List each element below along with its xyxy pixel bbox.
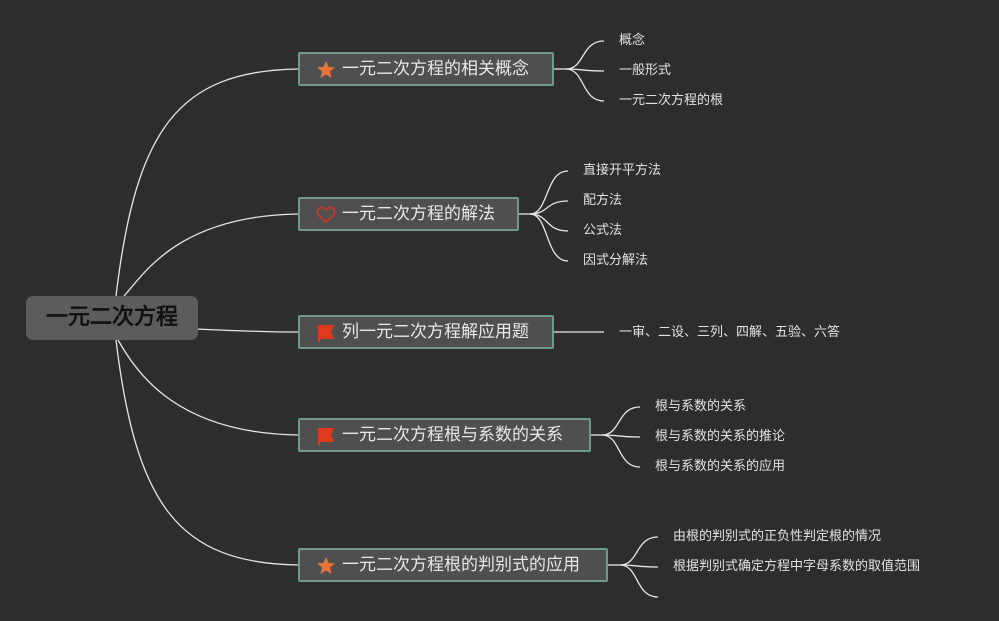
root-branch-connector xyxy=(195,328,299,333)
leaf-node[interactable]: 根与系数的关系的应用 xyxy=(655,459,786,474)
leaf-node[interactable]: 配方法 xyxy=(583,193,623,208)
star-icon xyxy=(317,61,335,78)
heart-icon xyxy=(316,206,336,224)
root-node[interactable]: 一元二次方程 xyxy=(26,296,198,340)
branch-label: 一元二次方程的相关概念 xyxy=(342,59,529,79)
branch-node-solutions[interactable]: 一元二次方程的解法 xyxy=(298,197,519,231)
heart-shape xyxy=(316,206,336,224)
leaf-node[interactable]: 一般形式 xyxy=(619,63,672,78)
branch-node-word-problems[interactable]: 列一元二次方程解应用题 xyxy=(298,315,554,349)
branch-label: 一元二次方程根的判别式的应用 xyxy=(342,555,580,575)
flag-shape xyxy=(318,325,334,342)
leaf-node[interactable]: 根与系数的关系的推论 xyxy=(655,429,786,444)
branch-leaf-connector xyxy=(565,68,605,102)
branch-leaf-connector xyxy=(619,536,659,566)
root-branch-connector xyxy=(115,339,299,566)
star-shape xyxy=(317,557,335,574)
branch-node-vieta[interactable]: 一元二次方程根与系数的关系 xyxy=(298,418,591,452)
leaf-node[interactable]: 一元二次方程的根 xyxy=(619,93,724,108)
branch-leaf-connector xyxy=(601,434,641,468)
flag-shape xyxy=(318,428,334,445)
branch-leaf-connector xyxy=(529,213,569,232)
leaf-node[interactable]: 由根的判别式的正负性判定根的情况 xyxy=(673,529,882,544)
branch-label: 一元二次方程的解法 xyxy=(342,204,495,224)
leaf-node[interactable]: 概念 xyxy=(619,33,646,48)
leaf-node[interactable]: 因式分解法 xyxy=(583,253,649,268)
leaf-node[interactable]: 根与系数的关系 xyxy=(655,399,747,414)
branch-label: 一元二次方程根与系数的关系 xyxy=(342,425,563,445)
branch-leaf-connector xyxy=(529,213,569,262)
root-branch-connector xyxy=(117,339,299,436)
star-icon xyxy=(317,557,335,574)
branch-leaf-connector xyxy=(529,200,569,215)
branch-node-discriminant[interactable]: 一元二次方程根的判别式的应用 xyxy=(298,548,608,582)
branch-leaf-connector xyxy=(619,564,659,598)
star-shape xyxy=(317,61,335,78)
branch-leaf-connector xyxy=(529,170,569,215)
flag-icon xyxy=(318,428,334,445)
leaf-node[interactable]: 公式法 xyxy=(583,223,623,238)
branch-leaf-connector xyxy=(565,40,605,70)
leaf-node[interactable]: 直接开平方法 xyxy=(583,163,662,178)
flag-icon xyxy=(318,325,334,342)
leaf-node[interactable]: 一审、二设、三列、四解、五验、六答 xyxy=(619,325,841,340)
branch-label: 列一元二次方程解应用题 xyxy=(342,322,529,342)
branch-node-concepts[interactable]: 一元二次方程的相关概念 xyxy=(298,52,554,86)
root-branch-connector xyxy=(123,213,299,297)
root-branch-connector xyxy=(115,68,299,297)
branch-leaf-connector xyxy=(601,406,641,436)
leaf-node[interactable]: 根据判别式确定方程中字母系数的取值范围 xyxy=(673,559,921,574)
